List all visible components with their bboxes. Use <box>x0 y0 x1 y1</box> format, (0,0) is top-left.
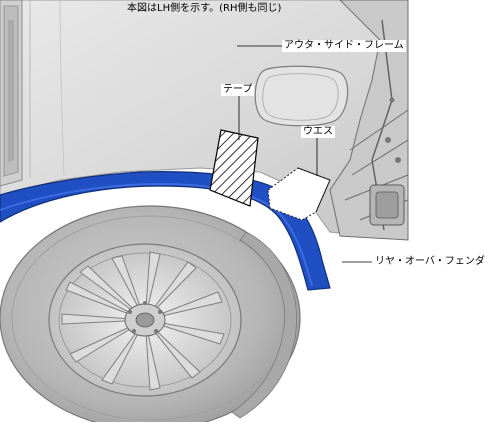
rear-structure <box>329 0 409 241</box>
diagram-caption: 本図はLH側を示す。(RH側も同じ) <box>127 3 282 14</box>
label-waste: ウエス <box>301 126 335 138</box>
fuel-lid <box>254 65 349 127</box>
rear-over-fender <box>0 171 331 291</box>
wheel-spokes <box>61 251 225 391</box>
tape-hatched-area <box>209 129 259 207</box>
leader-lines <box>237 45 372 263</box>
label-outer-side-frame: アウタ・サイド・フレーム <box>282 40 406 52</box>
label-rear-over-fender: リヤ・オーバ・フェンダ <box>373 256 487 268</box>
label-tape: テープ <box>221 84 255 96</box>
